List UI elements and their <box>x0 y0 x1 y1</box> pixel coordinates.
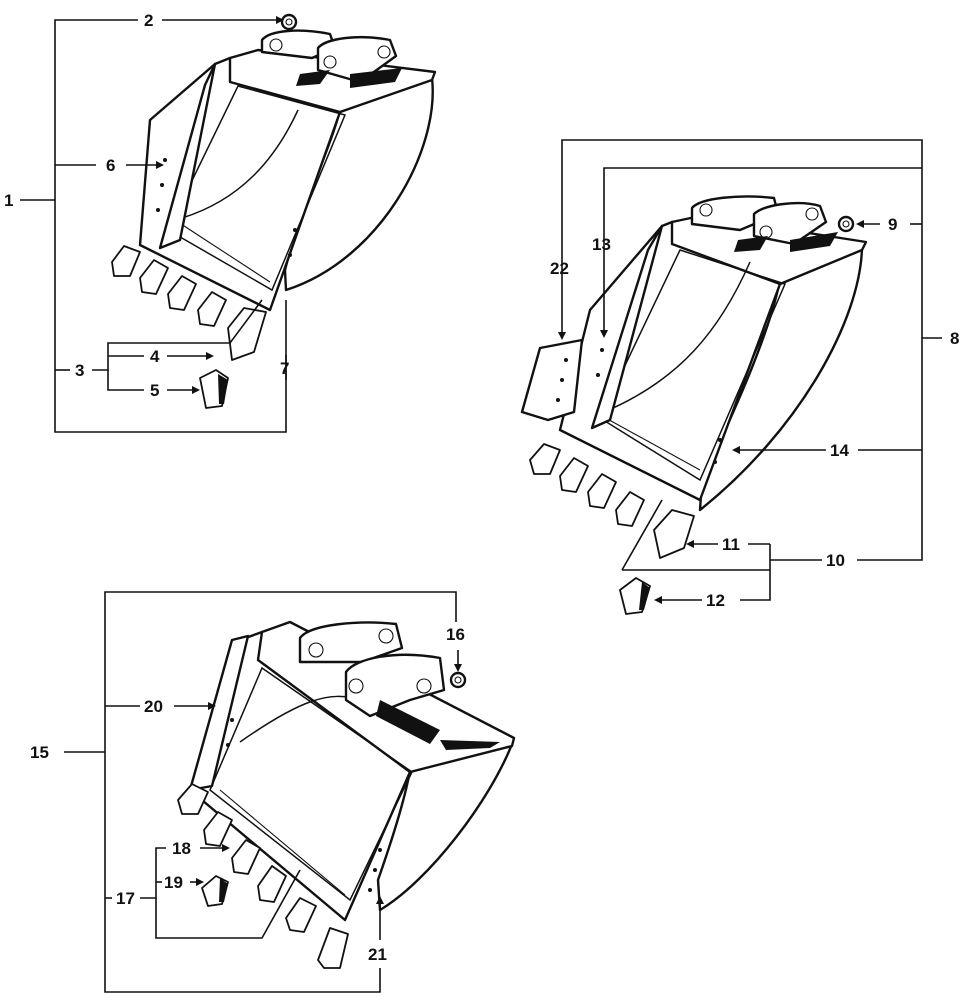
callout-17: 17 <box>116 889 135 908</box>
callout-numbers: 1 2 3 4 5 6 7 8 9 10 11 12 13 14 15 16 1… <box>4 11 959 964</box>
callout-11: 11 <box>722 535 740 554</box>
callout-20: 20 <box>144 697 163 716</box>
callout-19: 19 <box>164 873 183 892</box>
callout-22: 22 <box>550 259 569 278</box>
callout-3: 3 <box>75 361 84 380</box>
callout-12: 12 <box>706 591 725 610</box>
callout-4: 4 <box>150 347 160 366</box>
bucket-assembly-8 <box>520 195 868 615</box>
callout-8: 8 <box>950 329 959 348</box>
callout-18: 18 <box>172 839 191 858</box>
callout-14: 14 <box>830 441 849 460</box>
leader-lines <box>20 16 942 993</box>
callout-21: 21 <box>368 945 387 964</box>
callout-5: 5 <box>150 381 159 400</box>
callout-16: 16 <box>446 625 465 644</box>
callout-1: 1 <box>4 191 13 210</box>
callout-13: 13 <box>592 235 611 254</box>
callout-2: 2 <box>144 11 153 30</box>
callout-7: 7 <box>280 359 289 378</box>
callout-10: 10 <box>826 551 845 570</box>
callout-6: 6 <box>106 156 115 175</box>
callout-9: 9 <box>888 215 897 234</box>
callout-15: 15 <box>30 743 49 762</box>
bucket-assembly-15 <box>177 620 516 969</box>
bucket-assembly-1 <box>111 13 437 409</box>
